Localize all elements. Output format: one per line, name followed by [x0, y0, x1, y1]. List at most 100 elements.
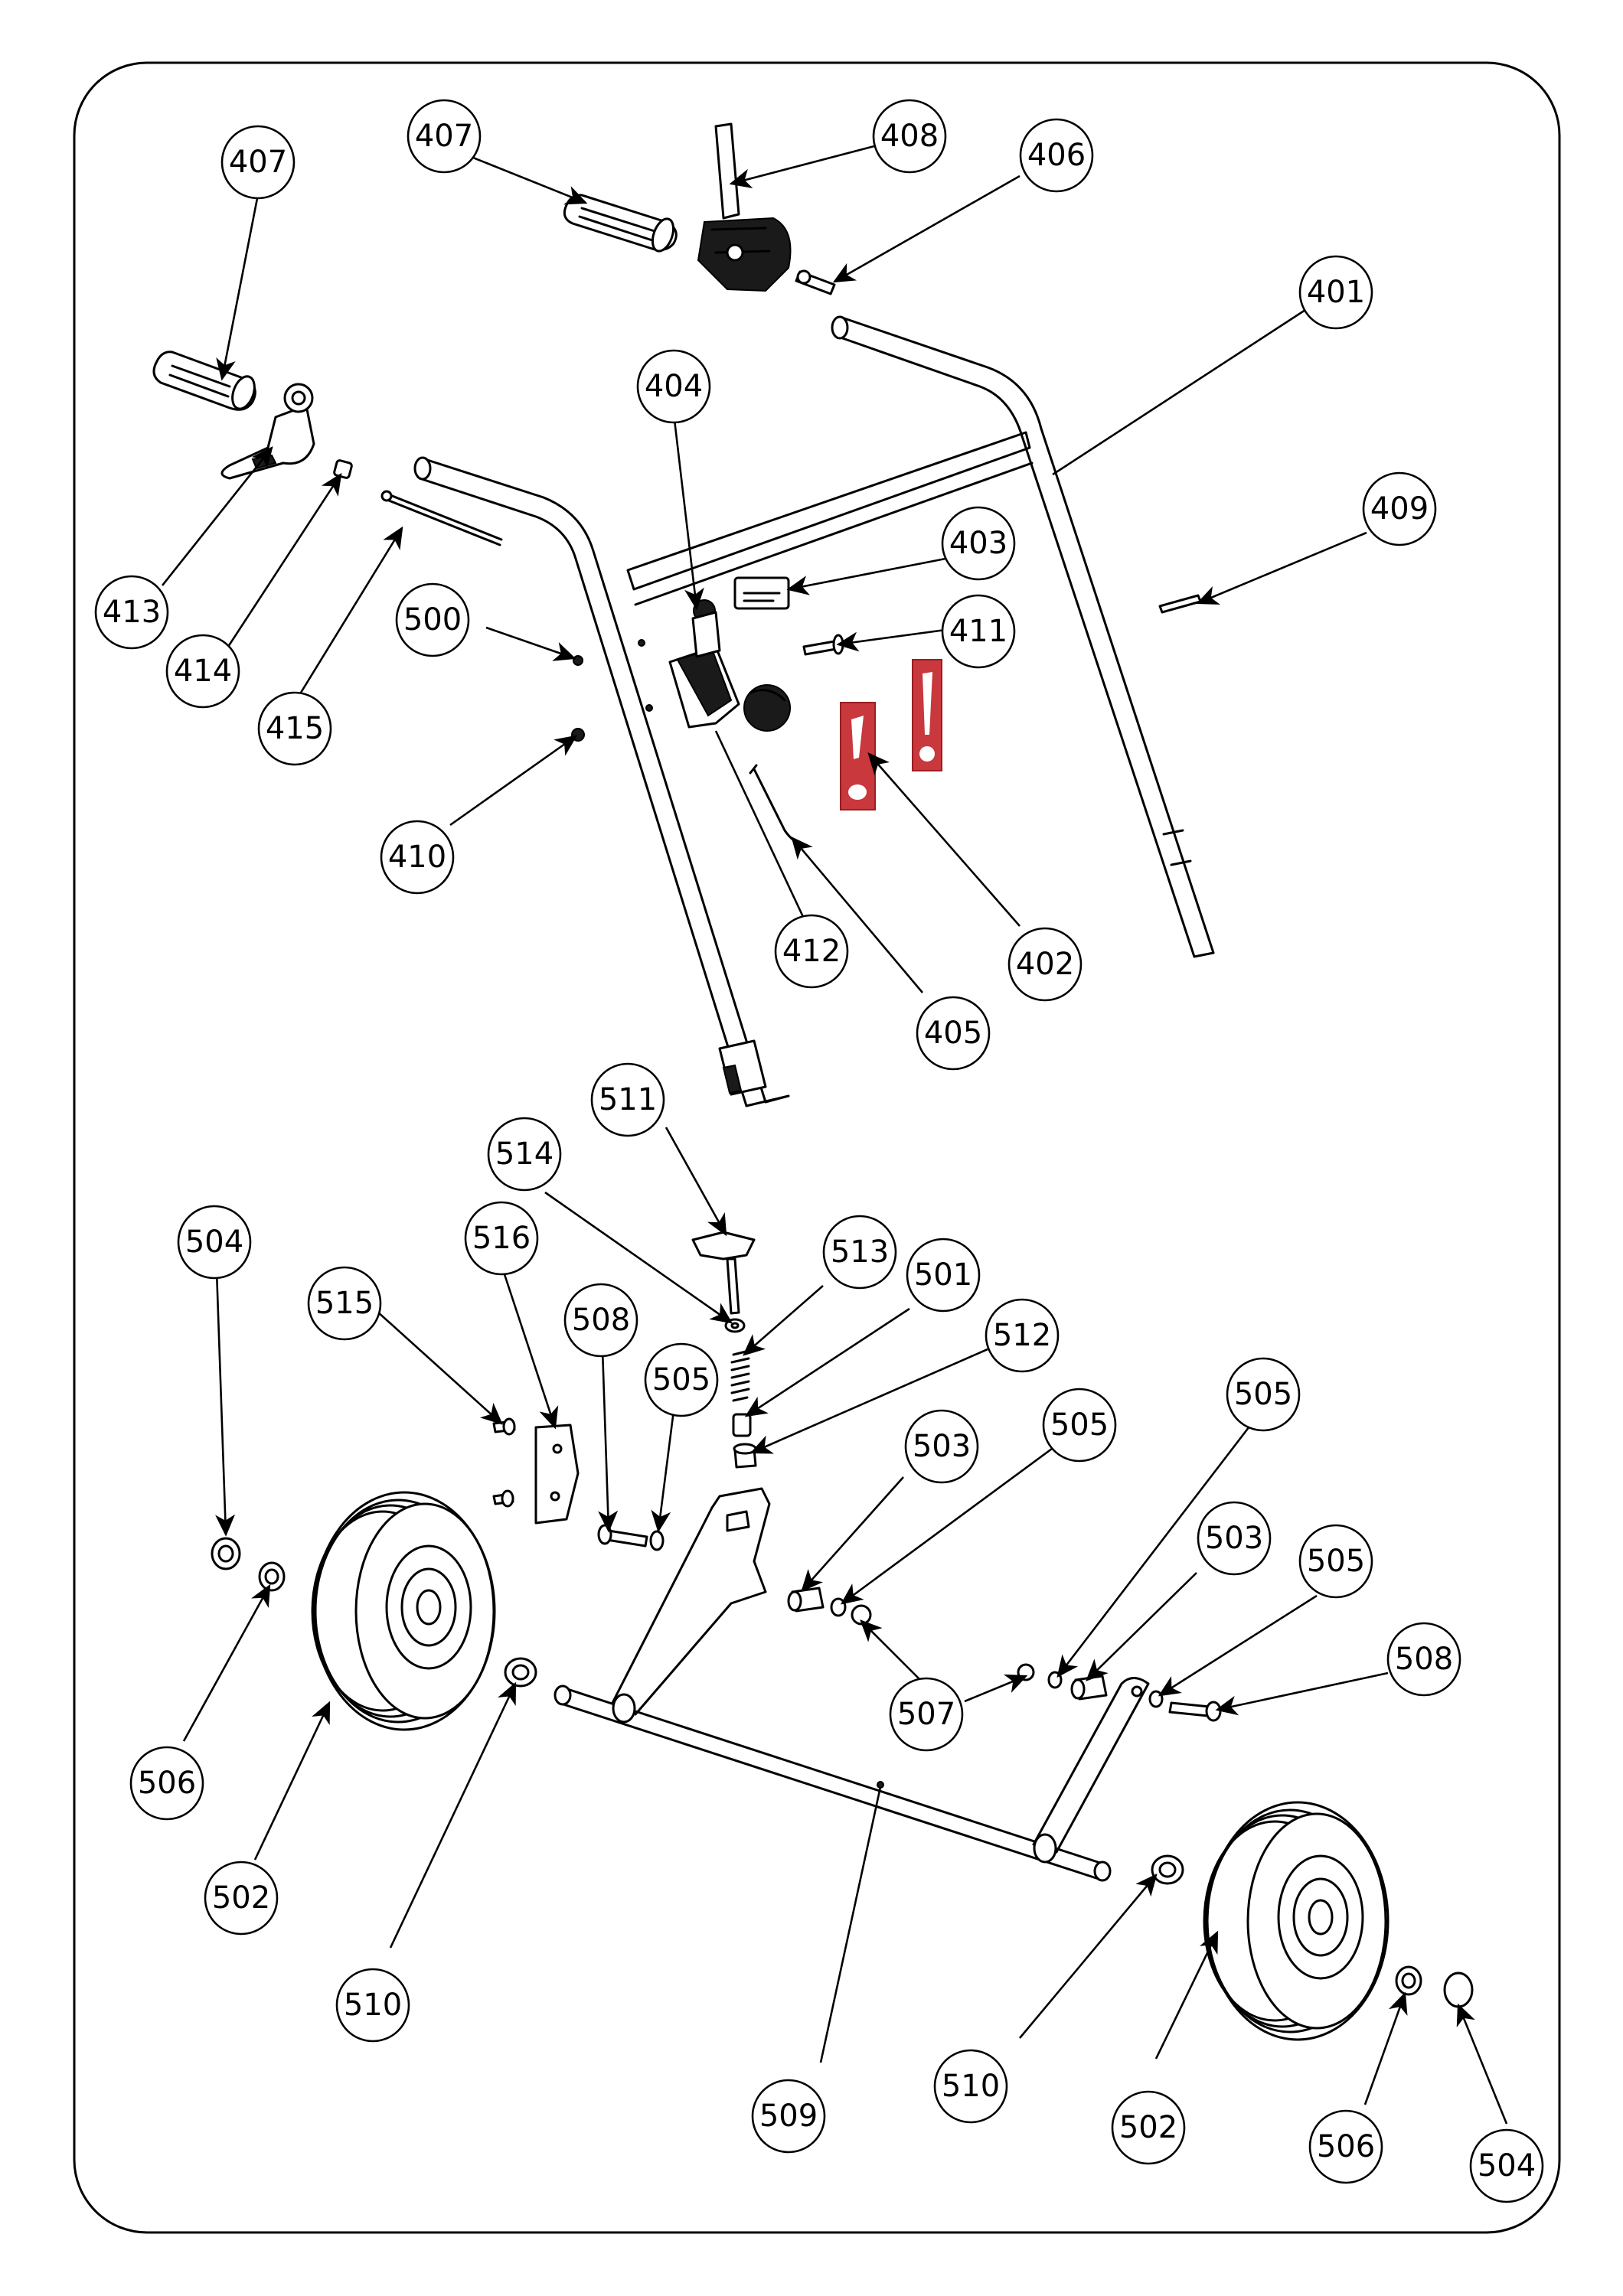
callout-label: 500 — [403, 602, 462, 638]
bolt-508-right — [1168, 1701, 1222, 1722]
callout-label: 505 — [1050, 1407, 1109, 1443]
callout-502: 502 — [204, 1861, 279, 1936]
sleeve-501 — [732, 1413, 752, 1437]
control-box — [668, 599, 791, 732]
callout-label: 504 — [185, 1225, 243, 1260]
callout-circle — [941, 506, 1016, 581]
callout-label: 506 — [138, 1766, 196, 1801]
callout-407: 407 — [220, 125, 296, 200]
callout-405: 405 — [916, 996, 991, 1071]
callout-circle — [307, 1266, 382, 1341]
callout-508: 508 — [1386, 1622, 1461, 1697]
callout-circle — [774, 914, 849, 989]
callout-514: 514 — [487, 1117, 562, 1192]
callout-circle — [487, 1117, 562, 1192]
callout-414: 414 — [165, 634, 240, 709]
callout-circle — [872, 99, 947, 174]
warning-decals — [840, 659, 942, 810]
callout-circle — [1019, 118, 1094, 193]
callout-label: 412 — [782, 934, 841, 969]
callout-label: 408 — [880, 119, 939, 154]
screw-410 — [571, 728, 585, 742]
bolt-515 — [492, 1417, 516, 1508]
callout-403: 403 — [941, 506, 1016, 581]
callout-503: 503 — [904, 1409, 979, 1484]
callout-circle — [563, 1283, 638, 1358]
callout-circle — [129, 1746, 204, 1821]
callout-502: 502 — [1111, 2090, 1186, 2165]
callout-label: 504 — [1478, 2148, 1536, 2183]
callout-circle — [636, 349, 711, 424]
callout-circle — [395, 582, 470, 657]
wheel-right — [1203, 1801, 1390, 2041]
callout-label: 415 — [266, 711, 324, 746]
callout-509: 509 — [751, 2079, 826, 2154]
callout-506: 506 — [1308, 2109, 1383, 2184]
callout-circle — [464, 1201, 539, 1276]
callout-409: 409 — [1362, 471, 1437, 546]
callout-label: 509 — [759, 2099, 818, 2134]
callout-506: 506 — [129, 1746, 204, 1821]
bracket-516 — [534, 1424, 580, 1525]
spacer-503-b — [1070, 1675, 1108, 1701]
callout-label: 407 — [415, 119, 473, 154]
bushing-510-left — [504, 1657, 537, 1688]
washer-506-left — [258, 1561, 286, 1592]
callout-circle — [916, 996, 991, 1071]
callout-circle — [1226, 1357, 1301, 1432]
washer-505-a — [649, 1530, 665, 1551]
wheel-left — [311, 1491, 496, 1731]
callout-circle — [1042, 1388, 1117, 1463]
callout-label: 508 — [1395, 1642, 1453, 1677]
callout-label: 409 — [1370, 491, 1429, 527]
callout-512: 512 — [985, 1298, 1060, 1373]
spacer-503-a — [787, 1587, 825, 1613]
callout-circle — [1386, 1622, 1461, 1697]
callout-503: 503 — [1197, 1501, 1272, 1576]
callout-504: 504 — [177, 1205, 252, 1280]
callout-504: 504 — [1469, 2128, 1544, 2203]
throttle-lever — [697, 122, 792, 292]
callout-circle — [751, 2079, 826, 2154]
cap-504-left — [211, 1537, 241, 1570]
callout-label: 501 — [914, 1257, 972, 1293]
callout-circle — [1298, 255, 1373, 330]
callout-circle — [822, 1215, 897, 1290]
callout-circle — [1469, 2128, 1544, 2203]
washer-505-b — [830, 1597, 847, 1617]
bolt-411 — [802, 634, 844, 656]
callout-label: 511 — [599, 1082, 657, 1117]
callout-circle — [1362, 471, 1437, 546]
callout-515: 515 — [307, 1266, 382, 1341]
callout-circle — [590, 1062, 665, 1137]
nut-414 — [333, 459, 353, 479]
callout-516: 516 — [464, 1201, 539, 1276]
callout-circle — [941, 594, 1016, 669]
callout-label: 502 — [1119, 2110, 1177, 2145]
callout-label: 507 — [897, 1697, 955, 1732]
callout-415: 415 — [257, 691, 332, 766]
callout-label: 403 — [949, 526, 1007, 561]
leader-lines — [161, 145, 1508, 2125]
callout-label: 410 — [388, 840, 446, 875]
callout-label: 407 — [229, 145, 287, 180]
callout-508: 508 — [563, 1283, 638, 1358]
rod-415 — [380, 490, 503, 546]
callout-406: 406 — [1019, 118, 1094, 193]
callout-circle — [407, 99, 482, 174]
callout-label: 401 — [1307, 275, 1365, 310]
callout-label: 503 — [913, 1429, 971, 1464]
callout-circle — [1197, 1501, 1272, 1576]
callout-511: 511 — [590, 1062, 665, 1137]
callout-label: 510 — [344, 1988, 402, 2023]
callout-510: 510 — [933, 2049, 1008, 2124]
label-403 — [733, 576, 790, 610]
callout-label: 404 — [645, 369, 703, 404]
callout-402: 402 — [1007, 927, 1083, 1002]
callout-circle — [165, 634, 240, 709]
callout-label: 506 — [1317, 2129, 1375, 2164]
callout-505: 505 — [1226, 1357, 1301, 1432]
callout-513: 513 — [822, 1215, 897, 1290]
